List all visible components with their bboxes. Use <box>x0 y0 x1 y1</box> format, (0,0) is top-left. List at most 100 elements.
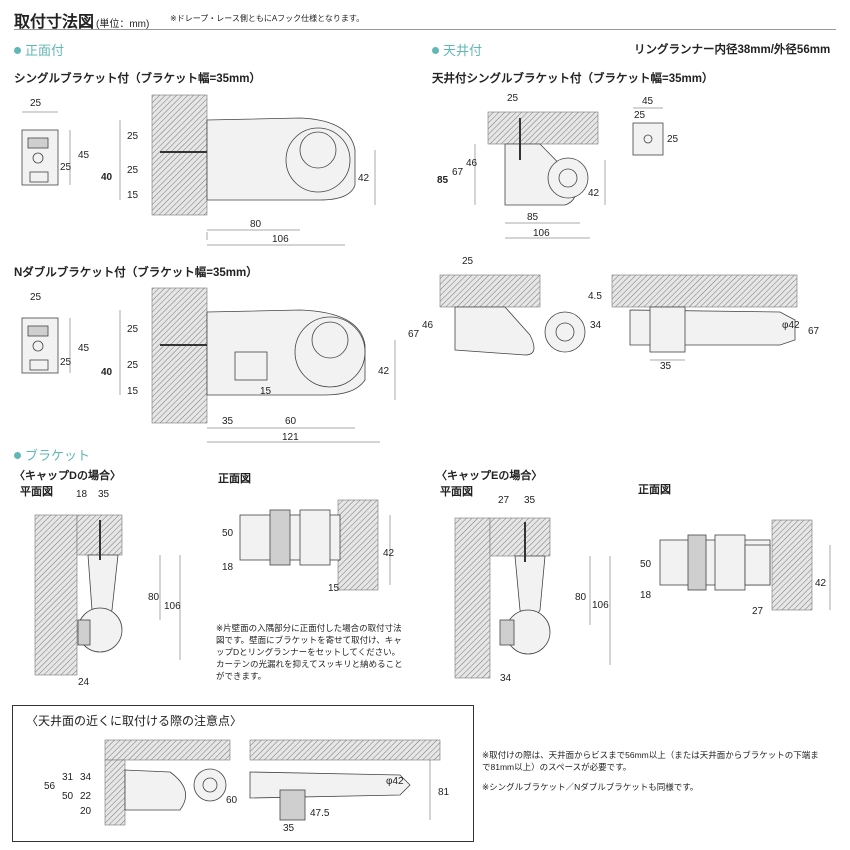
dim-label: φ42 <box>782 320 800 331</box>
dim-label: 18 <box>222 562 234 573</box>
dim-label: 15 <box>127 190 139 201</box>
ceiling-single-drawing <box>474 107 664 239</box>
caution-title: 〈天井面の近くに取付ける際の注意点〉 <box>26 714 243 728</box>
dim-label: 18 <box>640 590 652 601</box>
section-bullet <box>14 47 21 54</box>
dim-label: 25 <box>60 162 72 173</box>
dim-label: 24 <box>78 677 90 688</box>
dim-label: 60 <box>285 416 297 427</box>
dim-label: 106 <box>272 234 289 245</box>
cap-d-front-drawing <box>239 499 391 591</box>
subtitle-plan-e: 平面図 <box>440 486 473 498</box>
single-bracket-drawing <box>21 94 376 246</box>
subtitle-double: Nダブルブラケット付（ブラケット幅=35mm） <box>14 267 258 279</box>
subtitle-cap-e: 〈キャップEの場合〉 <box>436 470 543 482</box>
dim-label: 25 <box>634 110 646 121</box>
dim-label: 22 <box>80 791 92 802</box>
dim-label: 15 <box>127 386 139 397</box>
dim-label: 35 <box>524 495 536 506</box>
dim-label: 81 <box>438 787 450 798</box>
dim-label: 42 <box>378 366 390 377</box>
dim-label: 106 <box>592 600 609 611</box>
dim-label: 34 <box>500 673 512 684</box>
dim-label: 25 <box>60 357 72 368</box>
cap-e-plan-drawing <box>454 517 611 679</box>
dim-label: 34 <box>590 320 602 331</box>
dim-label: 25 <box>30 292 42 303</box>
dim-label: 42 <box>815 578 827 589</box>
subtitle-cap-d: 〈キャップDの場合〉 <box>14 470 121 482</box>
dim-label: 67 <box>808 326 820 337</box>
dim-label: 27 <box>498 495 510 506</box>
dim-label: 121 <box>282 432 299 443</box>
dim-label: 25 <box>127 165 139 176</box>
dim-label: 46 <box>422 320 434 331</box>
dim-label: 18 <box>76 489 88 500</box>
dim-label: 4.5 <box>588 291 602 302</box>
dim-label: 35 <box>283 823 295 834</box>
dim-label: 40 <box>101 367 113 378</box>
dim-label: 25 <box>127 324 139 335</box>
subtitle-plan-d: 平面図 <box>20 486 53 498</box>
runner-spec: リングランナー内径38mm/外径56mm <box>634 44 831 56</box>
dim-label: 47.5 <box>310 808 330 819</box>
dim-label: 45 <box>642 96 654 107</box>
dim-label: 25 <box>30 98 42 109</box>
double-bracket-drawing <box>21 287 396 443</box>
dim-label: 25 <box>127 131 139 142</box>
dim-label: 67 <box>408 329 420 340</box>
section-front: 正面付 <box>14 40 64 59</box>
page-title: 取付寸法図(単位：mm) <box>14 14 150 31</box>
dim-label: 106 <box>533 228 550 239</box>
dim-label: 25 <box>667 134 679 145</box>
cap-d-plan-drawing <box>34 514 181 676</box>
dim-label: 34 <box>80 772 92 783</box>
dim-label: 67 <box>452 167 464 178</box>
dim-label: 85 <box>437 175 449 186</box>
dim-label: 20 <box>80 806 92 817</box>
dim-label: 25 <box>127 360 139 371</box>
dim-label: 45 <box>78 150 90 161</box>
dim-label: 42 <box>588 188 600 199</box>
caution-note-2: ※シングルブラケット／Nダブルブラケットも同様です。 <box>482 782 699 792</box>
dim-label: 80 <box>148 592 160 603</box>
caution-note-1: ※取付けの際は、天井面からビスまで56mm以上（または天井面からブラケットの下端… <box>482 750 819 772</box>
dim-label: 42 <box>358 173 370 184</box>
dim-label: 46 <box>466 158 478 169</box>
dim-label: 45 <box>78 343 90 354</box>
section-bullet <box>14 452 21 459</box>
header-note: ※ドレープ・レース側ともにAフック仕様となります。 <box>170 14 365 23</box>
caution-box <box>12 705 474 842</box>
ceiling-double-drawing <box>439 274 798 361</box>
cap-d-note: ※片壁面の入隅部分に正面付した場合の取付寸法図です。壁面にブラケットを寄せて取付… <box>216 623 403 681</box>
dim-label: 50 <box>640 559 652 570</box>
dim-label: 50 <box>62 791 74 802</box>
dim-label: 56 <box>44 781 56 792</box>
section-bracket: ブラケット <box>14 445 90 464</box>
subtitle-single: シングルブラケット付（ブラケット幅=35mm） <box>14 73 261 85</box>
dim-label: 50 <box>222 528 234 539</box>
dim-label: 27 <box>752 606 764 617</box>
dim-label: 15 <box>328 583 340 594</box>
dim-label: φ42 <box>386 776 404 787</box>
subtitle-ceiling-single: 天井付シングルブラケット付（ブラケット幅=35mm） <box>432 73 714 85</box>
section-ceiling: 天井付 <box>432 40 482 59</box>
caution-drawing <box>104 739 441 826</box>
dim-label: 15 <box>260 386 272 397</box>
dim-label: 85 <box>527 212 539 223</box>
dim-label: 25 <box>462 256 474 267</box>
dim-label: 25 <box>507 93 519 104</box>
dim-label: 35 <box>98 489 110 500</box>
cap-e-front-drawing <box>659 519 831 611</box>
dim-label: 80 <box>575 592 587 603</box>
dim-label: 35 <box>660 361 672 372</box>
header-divider <box>14 29 836 30</box>
dim-label: 42 <box>383 548 395 559</box>
unit-label: (単位：mm) <box>96 19 150 30</box>
dim-label: 60 <box>226 795 238 806</box>
subtitle-front-e: 正面図 <box>638 484 671 496</box>
section-bullet <box>432 47 439 54</box>
dim-label: 80 <box>250 219 262 230</box>
dim-label: 106 <box>164 601 181 612</box>
